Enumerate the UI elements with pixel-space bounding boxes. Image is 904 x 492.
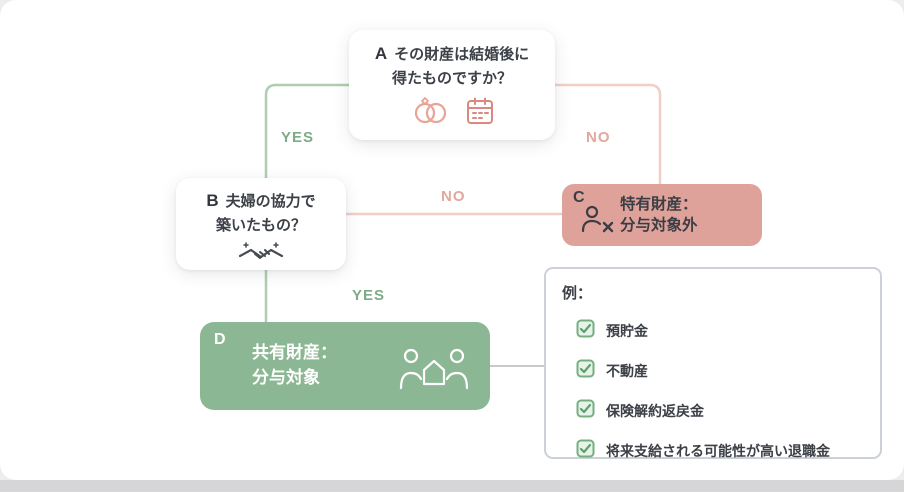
example-item: 将来支給される可能性が高い退職金 [576, 439, 880, 463]
check-icon [576, 359, 595, 383]
node-d-text2: 分与対象 [252, 368, 320, 387]
node-b-card: B 夫婦の協力で 築いたもの？ [176, 178, 346, 270]
bottom-strip [0, 480, 904, 492]
example-item: 保険解約返戻金 [576, 399, 880, 423]
node-a-letter: A [374, 44, 388, 63]
node-c-text: 特有財産： 分与対象外 [620, 184, 762, 236]
example-label: 不動産 [606, 363, 648, 379]
family-house-icon [398, 339, 470, 398]
rings-icon [409, 96, 451, 131]
node-b-icons [176, 239, 346, 276]
node-a-icons [349, 96, 555, 131]
example-item: 不動産 [576, 359, 880, 383]
label-b-yes: YES [352, 287, 386, 304]
examples-box: 例： 預貯金 不動産 [544, 267, 882, 459]
node-b-letter: B [206, 191, 219, 210]
example-item: 預貯金 [576, 319, 880, 343]
node-a-card: A その財産は結婚後に 得たものですか？ [349, 30, 555, 140]
check-icon [576, 399, 595, 423]
check-icon [576, 439, 595, 463]
example-label: 将来支給される可能性が高い退職金 [606, 443, 830, 459]
example-label: 保険解約返戻金 [606, 403, 704, 419]
node-d-card: D 共有財産： 分与対象 [200, 322, 490, 410]
node-c-letter: C [573, 189, 585, 206]
example-label: 預貯金 [606, 323, 648, 339]
node-c-text2: 分与対象外 [620, 217, 698, 234]
node-d-letter: D [214, 331, 226, 348]
node-c-text1: 特有財産： [620, 196, 698, 213]
connector-a-yes [264, 83, 349, 178]
node-b-text1: 夫婦の協力で [225, 193, 316, 210]
node-b-question-line1: B 夫婦の協力で [176, 190, 346, 211]
handshake-icon [237, 239, 285, 276]
label-a-yes: YES [281, 129, 315, 146]
node-a-text2: 得たものですか？ [391, 70, 512, 87]
node-d-text1: 共有財産： [252, 343, 337, 362]
node-a-text1: その財産は結婚後に [394, 46, 530, 63]
check-icon [576, 319, 595, 343]
person-x-icon [579, 203, 615, 240]
examples-title: 例： [562, 285, 593, 302]
label-a-no: NO [586, 129, 611, 146]
node-d-text: 共有財産： 分与対象 [252, 322, 490, 390]
node-b-text2: 築いたもの？ [215, 217, 306, 234]
calendar-icon [465, 96, 495, 131]
connector-a-no [555, 83, 662, 184]
label-b-no: NO [441, 188, 466, 205]
node-a-question-line1: A その財産は結婚後に [349, 43, 555, 64]
node-c-card: C 特有財産： 分与対象外 [562, 184, 762, 246]
